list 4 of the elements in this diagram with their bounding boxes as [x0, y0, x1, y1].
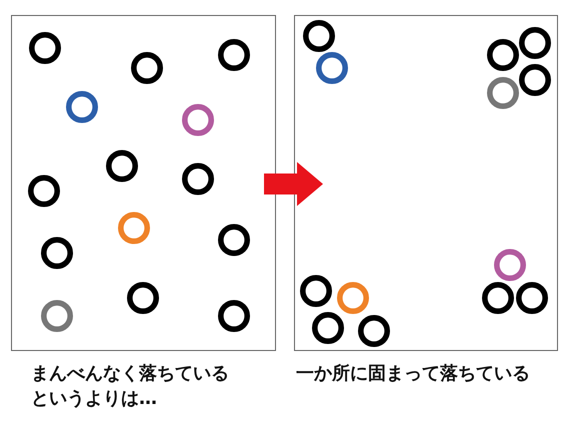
panel-box	[294, 15, 558, 351]
panel-label: まんべんなく落ちているというよりは…	[31, 362, 230, 411]
panel-box	[11, 15, 276, 351]
panel-label: 一か所に固まって落ちている	[296, 362, 530, 386]
